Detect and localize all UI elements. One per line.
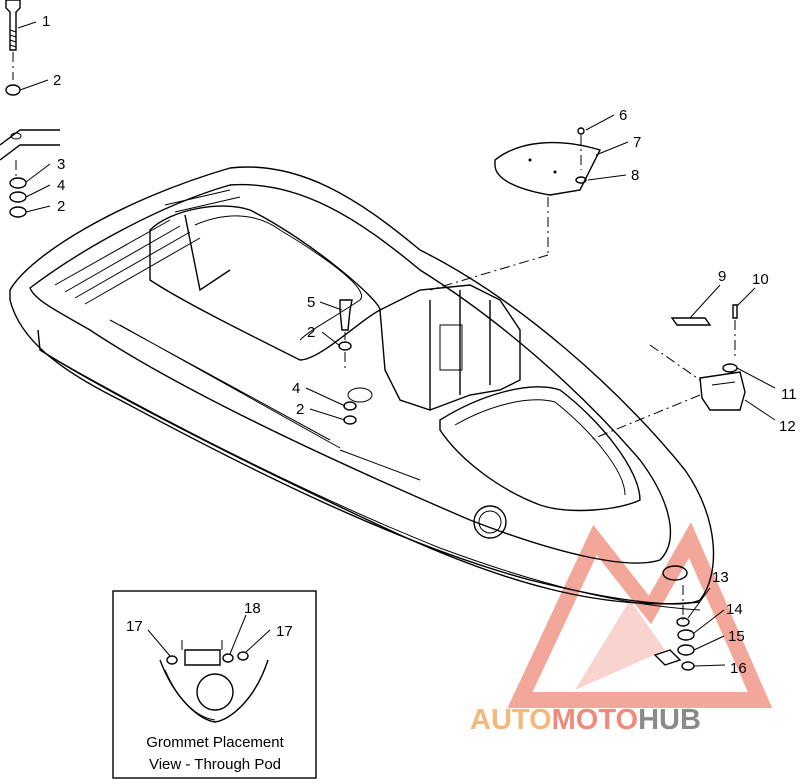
callout-5: 5 <box>307 294 315 311</box>
callout-2: 2 <box>296 401 304 418</box>
inset-grommet-view: Grommet Placement View - Through Pod <box>112 590 317 779</box>
watermark-logo <box>507 522 773 708</box>
bracket-assembly-right <box>589 304 746 441</box>
callout-2: 2 <box>307 324 315 341</box>
callout-10: 10 <box>752 271 769 288</box>
callout-12: 12 <box>779 418 796 435</box>
inset-caption-line1: Grommet Placement <box>146 734 284 751</box>
callout-17: 17 <box>276 623 293 640</box>
stud-assembly-left <box>0 0 60 218</box>
callout-1: 1 <box>42 13 50 30</box>
watermark-part1: AUTO <box>470 704 552 736</box>
callout-6: 6 <box>619 107 627 124</box>
callout-16: 16 <box>730 660 747 677</box>
callout-7: 7 <box>633 134 641 151</box>
callout-labels: 1 2 3 4 2 5 2 4 2 6 7 8 9 10 11 12 13 14… <box>42 13 797 677</box>
callout-15: 15 <box>728 628 745 645</box>
inset-caption-line2: View - Through Pod <box>149 756 281 773</box>
callout-17: 17 <box>126 618 143 635</box>
callout-3: 3 <box>57 156 65 173</box>
mounting-plate <box>429 127 601 291</box>
bow-eye-hardware <box>653 585 695 671</box>
watermark-text: AUTOMOTOHUB <box>470 704 701 736</box>
callout-2: 2 <box>53 72 61 89</box>
callout-2: 2 <box>57 198 65 215</box>
leader-lines <box>17 21 776 667</box>
callout-9: 9 <box>718 268 726 285</box>
callout-18: 18 <box>244 600 261 617</box>
callout-13: 13 <box>712 569 729 586</box>
callout-8: 8 <box>631 167 639 184</box>
stud-assembly-center <box>338 299 357 425</box>
callout-4: 4 <box>57 177 65 194</box>
watermark-part2: MOTO <box>552 704 638 736</box>
callout-4: 4 <box>292 380 300 397</box>
callout-14: 14 <box>726 601 743 618</box>
hull-assembly <box>9 166 715 611</box>
callout-11: 11 <box>781 386 797 403</box>
svg-text:AUTOMOTOHUB: AUTOMOTOHUB <box>470 704 701 736</box>
watermark-part3: HUB <box>638 704 701 736</box>
